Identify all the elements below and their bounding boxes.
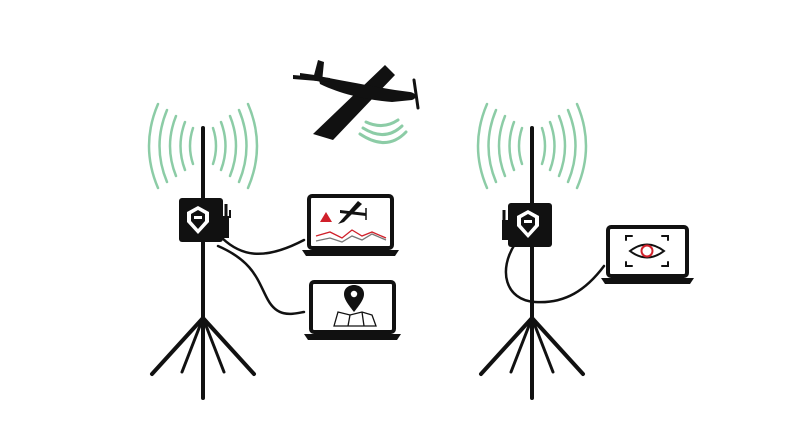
right-wireless-signal-icon [476,102,588,190]
left-antenna-tower-icon [150,126,256,400]
eye-icon [628,243,666,259]
telemetry-laptop-icon [302,194,399,256]
telemetry-graph-icon [315,229,387,243]
vision-laptop-icon [601,225,694,284]
map-laptop-icon [304,280,401,340]
left-cable-icon [216,236,306,316]
right-antenna-tower-icon [479,126,585,400]
right-radio-node-icon [502,203,552,247]
drone-signal-icon [358,118,408,144]
left-wireless-signal-icon [147,102,259,190]
warning-triangle-icon [320,212,332,222]
left-radio-node-icon [179,198,231,242]
map-pin-icon [344,285,364,312]
right-cable-icon [504,242,606,304]
telemetry-drone-icon [338,201,367,224]
map-icon [333,311,377,327]
drone-icon [293,60,420,140]
focus-frame-icon [625,235,669,267]
